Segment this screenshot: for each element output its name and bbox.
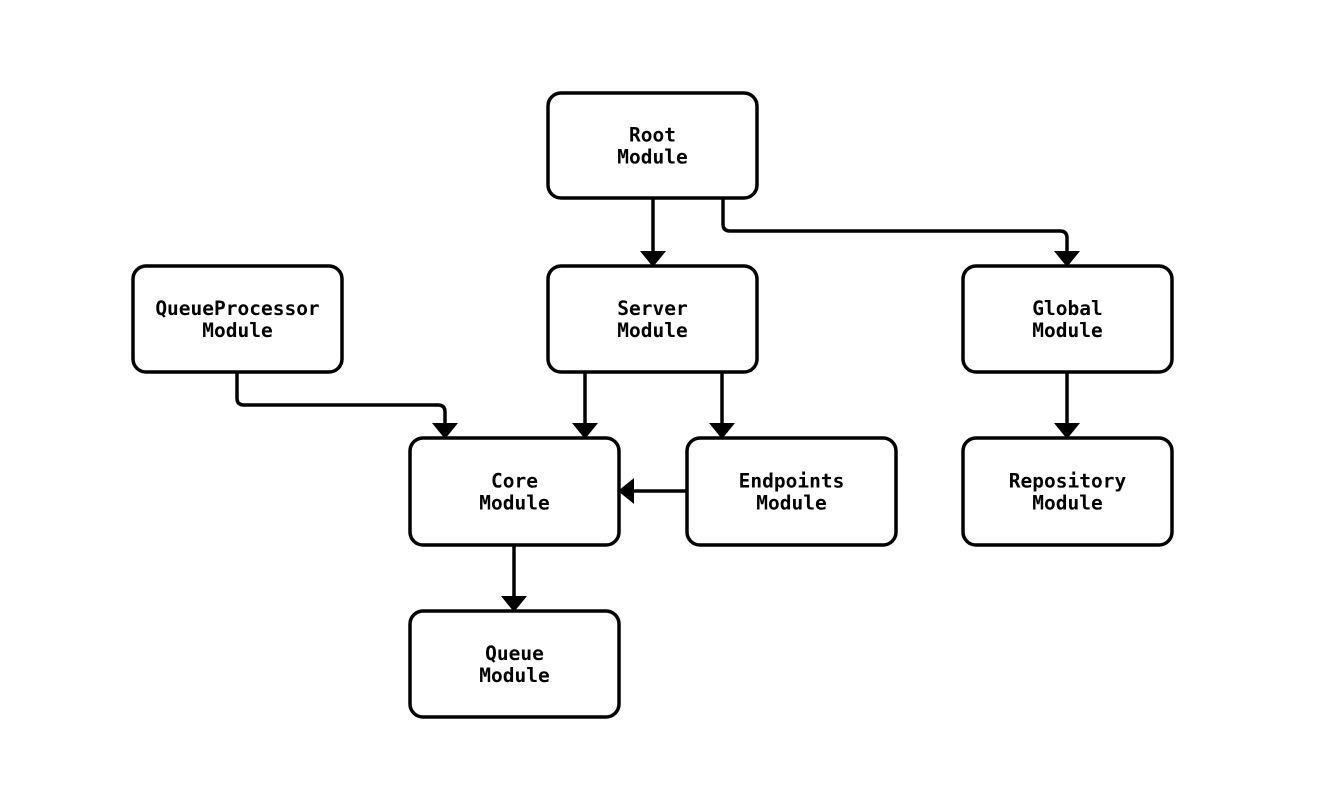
edge-queueprocessor-to-core bbox=[235, 372, 458, 439]
edge-root-to-global bbox=[721, 198, 1080, 267]
node-box-repository bbox=[961, 436, 1174, 547]
node-box-global bbox=[961, 264, 1174, 374]
node-box-endpoints bbox=[685, 436, 898, 547]
node-box-queue bbox=[408, 609, 621, 719]
node-box-core bbox=[408, 436, 621, 547]
edges-layer bbox=[235, 198, 1080, 612]
node-box-queueprocessor bbox=[131, 264, 344, 374]
node-box-root bbox=[546, 91, 759, 200]
node-box-server bbox=[546, 264, 759, 374]
